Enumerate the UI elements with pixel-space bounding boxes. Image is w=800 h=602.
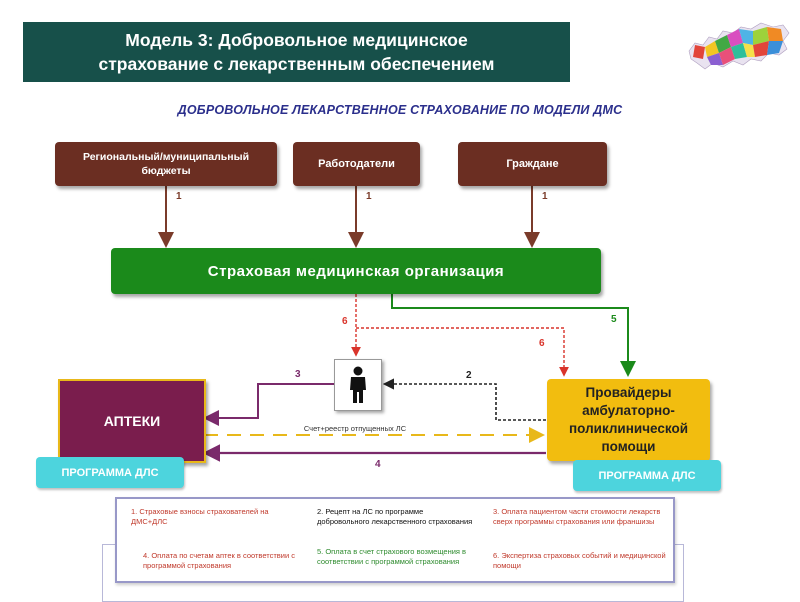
page-title: Модель 3: Добровольное медицинское страх…: [23, 22, 570, 82]
provider-line3: поликлинической: [569, 421, 688, 436]
flow-number-prescription: 2: [466, 370, 472, 381]
source-employers: Работодатели: [293, 142, 420, 186]
source-budgets: Региональный/муниципальный бюджеты: [55, 142, 277, 186]
pharmacy-box: АПТЕКИ: [58, 379, 206, 463]
flow-number-pharmacy-payment: 4: [375, 459, 381, 470]
source-budgets-line1: Региональный/муниципальный: [82, 151, 250, 163]
provider-line2: амбулаторно-: [582, 403, 675, 418]
program-tag-provider: ПРОГРАММА ДЛС: [573, 460, 721, 491]
page-title-line2: страхование с лекарственным обеспечением: [98, 54, 495, 74]
provider-line4: помощи: [601, 439, 656, 454]
russia-map-icon: [683, 15, 793, 77]
person-icon: [350, 366, 366, 403]
legend-item-2: 2. Рецепт на ЛС по программе добровольно…: [317, 507, 473, 526]
flow-number-budgets: 1: [176, 191, 182, 202]
flow-number-citizens: 1: [542, 191, 548, 202]
flow-number-patient-payment: 3: [295, 369, 301, 380]
legend-item-3: 3. Оплата пациентом части стоимости лека…: [493, 507, 661, 526]
invoice-label: Счет+реестр отпущенных ЛС: [303, 424, 407, 433]
flow-number-review-provider: 6: [539, 338, 545, 349]
source-citizens: Граждане: [458, 142, 607, 186]
arrow-patient-to-pharmacy: [203, 383, 334, 426]
legend-item-6: 6. Экспертиза страховых событий и медици…: [493, 551, 666, 570]
provider-box: Провайдеры амбулаторно- поликлинической …: [547, 379, 710, 461]
page-title-line1: Модель 3: Добровольное медицинское: [125, 30, 468, 50]
flow-number-review-patient: 6: [342, 316, 348, 327]
legend-item-1: 1. Страховые взносы страхователей на ДМС…: [131, 507, 269, 526]
legend-item-4: 4. Оплата по счетам аптек в соответствии…: [143, 551, 295, 570]
arrow-provider-to-patient: [382, 378, 546, 421]
arrow-insurer-to-provider: [391, 294, 636, 377]
legend: 1. Страховые взносы страхователей на ДМС…: [115, 497, 675, 583]
patient-box: [334, 359, 382, 411]
provider-line1: Провайдеры: [585, 385, 672, 400]
flow-number-employers: 1: [366, 191, 372, 202]
legend-item-5: 5. Оплата в счет страхового возмещения в…: [317, 547, 467, 566]
flow-number-compensation: 5: [611, 314, 617, 325]
insurer-box: Страховая медицинская организация: [111, 248, 601, 294]
source-budgets-line2: бюджеты: [141, 165, 191, 177]
program-tag-pharmacy: ПРОГРАММА ДЛС: [36, 457, 184, 488]
arrow-insurer-to-provider-dotted: [356, 327, 569, 377]
diagram-subtitle: ДОБРОВОЛЬНОЕ ЛЕКАРСТВЕННОЕ СТРАХОВАНИЕ П…: [177, 103, 623, 117]
